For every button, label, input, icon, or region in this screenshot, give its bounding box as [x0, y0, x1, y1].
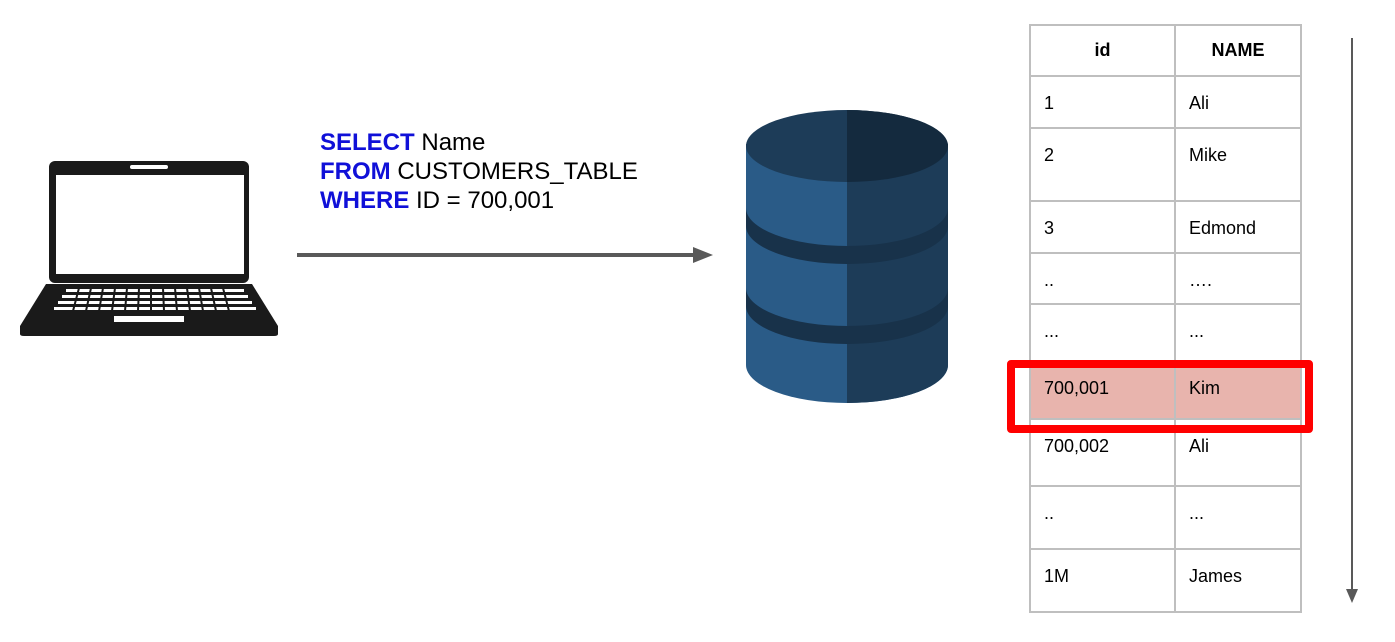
table-cell-name: Edmond	[1174, 200, 1302, 254]
table-cell-id: 1M	[1029, 548, 1176, 613]
sql-text: CUSTOMERS_TABLE	[390, 158, 638, 185]
table-cell-id: 700,001	[1029, 360, 1176, 420]
table-row: ... ...	[1029, 303, 1302, 362]
column-header-id: id	[1029, 24, 1176, 77]
table-cell-id: 2	[1029, 127, 1176, 202]
sql-line-select: SELECT Name	[320, 128, 638, 157]
table-cell-id: 3	[1029, 200, 1176, 254]
table-cell-id: ..	[1029, 252, 1176, 305]
table-cell-name: Ali	[1174, 75, 1302, 129]
sql-text: ID = 700,001	[409, 187, 555, 214]
table-row: 3 Edmond	[1029, 200, 1302, 254]
database-icon	[746, 110, 948, 403]
table-cell-id: ..	[1029, 485, 1176, 550]
table-cell-name: Kim	[1174, 360, 1302, 420]
table-header-row: id NAME	[1029, 24, 1302, 77]
sql-text: Name	[414, 129, 486, 156]
table-cell-name: Mike	[1174, 127, 1302, 202]
table-row: .. ...	[1029, 485, 1302, 550]
arrow-right-icon	[297, 247, 713, 263]
sql-keyword: WHERE	[320, 187, 410, 214]
table-cell-id: 1	[1029, 75, 1176, 129]
table-row: 1M James	[1029, 548, 1302, 613]
table-cell-name: ...	[1174, 485, 1302, 550]
table-cell-id: ...	[1029, 303, 1176, 362]
table-row: .. ….	[1029, 252, 1302, 305]
sql-keyword: SELECT	[320, 129, 415, 156]
table-row: 1 Ali	[1029, 75, 1302, 129]
table-cell-name: ...	[1174, 303, 1302, 362]
table-row: 2 Mike	[1029, 127, 1302, 202]
laptop-icon	[20, 161, 278, 336]
sql-line-from: FROM CUSTOMERS_TABLE	[320, 157, 638, 186]
arrow-down-icon	[1346, 38, 1358, 603]
table-row-highlighted: 700,001 Kim	[1029, 360, 1302, 420]
table-cell-name: James	[1174, 548, 1302, 613]
sql-query: SELECT Name FROM CUSTOMERS_TABLE WHERE I…	[320, 128, 638, 215]
table-cell-name: ….	[1174, 252, 1302, 305]
customers-table: id NAME 1 Ali 2 Mike 3 Edmond .. …. ... …	[1029, 24, 1302, 613]
highlight-box	[1007, 360, 1313, 433]
sql-line-where: WHERE ID = 700,001	[320, 186, 638, 215]
column-header-name: NAME	[1174, 24, 1302, 77]
sql-keyword: FROM	[320, 158, 391, 185]
